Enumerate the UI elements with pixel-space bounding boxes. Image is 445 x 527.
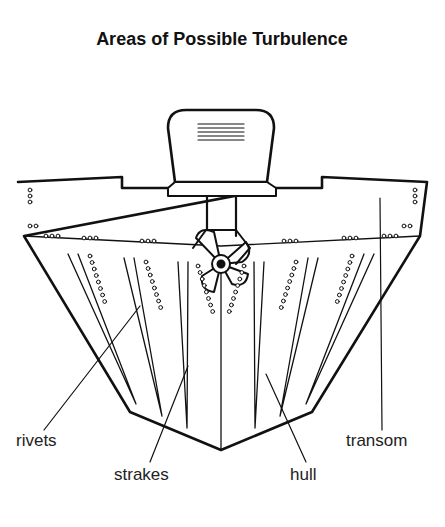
rivet	[28, 224, 32, 228]
rivet	[211, 310, 215, 314]
rivet	[198, 271, 202, 275]
rivet	[205, 290, 209, 294]
leader-lines	[44, 198, 382, 462]
rivet	[50, 234, 54, 238]
rivet	[234, 290, 238, 294]
rivet	[101, 293, 105, 297]
rivet	[288, 280, 292, 284]
part-label: rivets	[16, 432, 57, 451]
rivet	[335, 300, 339, 304]
rivet	[146, 267, 150, 271]
rivet	[152, 239, 156, 243]
rivet	[354, 236, 358, 240]
rivet	[28, 200, 32, 204]
part-label: hull	[290, 466, 316, 485]
rivet	[290, 273, 294, 277]
part-label: strakes	[114, 466, 169, 485]
rivet	[279, 306, 283, 310]
strakes	[68, 254, 374, 428]
rivet	[284, 293, 288, 297]
rivet	[44, 234, 48, 238]
rivet	[348, 261, 352, 265]
rivet	[236, 284, 240, 288]
rivet	[92, 267, 96, 271]
rivet	[153, 286, 157, 290]
rivet	[408, 224, 412, 228]
rivet	[227, 310, 231, 314]
rivet	[97, 280, 101, 284]
rivet	[209, 303, 213, 307]
rivet	[88, 254, 92, 258]
rivet	[344, 274, 348, 278]
rivet	[148, 273, 152, 277]
rivet	[144, 260, 148, 264]
propeller	[193, 230, 250, 292]
part-label: transom	[346, 432, 407, 451]
rivet	[382, 234, 386, 238]
rivet	[232, 297, 236, 301]
rivet	[103, 300, 107, 304]
rivet	[159, 306, 163, 310]
rivet	[202, 284, 206, 288]
rivet	[94, 274, 98, 278]
rivet	[350, 254, 354, 258]
rivet	[282, 239, 286, 243]
rivet	[146, 239, 150, 243]
rivet	[230, 303, 234, 307]
rivet	[402, 224, 406, 228]
rivet	[413, 200, 417, 204]
rivet	[342, 280, 346, 284]
rivet	[394, 234, 398, 238]
rivet	[140, 239, 144, 243]
rivet	[288, 239, 292, 243]
diagram-title: Areas of Possible Turbulence	[96, 30, 348, 50]
rivet	[413, 188, 417, 192]
rivet	[207, 297, 211, 301]
rivet	[238, 277, 242, 281]
rivet	[200, 277, 204, 281]
rivet	[282, 299, 286, 303]
rivet	[340, 287, 344, 291]
chine-line	[24, 236, 420, 246]
rivet	[294, 239, 298, 243]
rivet	[28, 194, 32, 198]
rivet	[413, 194, 417, 198]
rivet	[56, 234, 60, 238]
cowling-vents	[198, 124, 244, 140]
rivets	[28, 188, 417, 313]
rivet	[28, 188, 32, 192]
rivet	[292, 267, 296, 271]
rivet	[94, 236, 98, 240]
hull-outline	[18, 177, 427, 450]
rivet	[34, 224, 38, 228]
motor-bracket	[168, 182, 276, 196]
rivet	[99, 287, 103, 291]
rivet	[388, 234, 392, 238]
rivet	[196, 264, 200, 268]
rivet	[294, 260, 298, 264]
rivet	[88, 236, 92, 240]
rivet	[286, 286, 290, 290]
rivet	[150, 280, 154, 284]
rivet	[155, 293, 159, 297]
motor-cowling	[168, 110, 274, 182]
rivet	[342, 236, 346, 240]
rivet	[82, 236, 86, 240]
rivet	[90, 261, 94, 265]
rivet	[346, 267, 350, 271]
rivet	[240, 271, 244, 275]
rivet	[338, 293, 342, 297]
keel-line	[220, 270, 221, 450]
rivet	[348, 236, 352, 240]
rivet	[157, 299, 161, 303]
rivet	[242, 264, 246, 268]
